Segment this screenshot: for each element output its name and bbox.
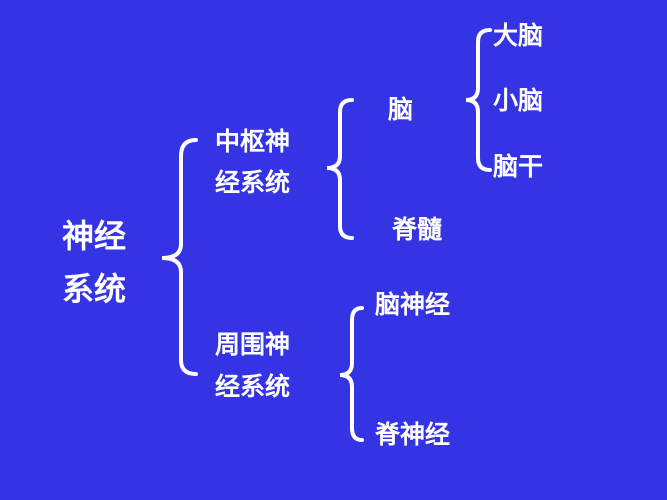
brace-peripheral <box>339 306 364 442</box>
central-label-line1: 中枢神 <box>215 127 291 156</box>
spinal-nerves-label: 脊神经 <box>375 420 451 449</box>
peripheral-label-line2: 经系统 <box>215 372 291 401</box>
peripheral-label-line1: 周围神 <box>215 330 291 359</box>
cerebellum-label: 小脑 <box>493 86 544 115</box>
central-label-line2: 经系统 <box>215 168 291 197</box>
brain-label: 脑 <box>388 95 414 124</box>
brace-root <box>161 138 198 376</box>
cerebrum-label: 大脑 <box>493 21 544 50</box>
brace-brain <box>465 28 492 172</box>
root-label-line2: 系统 <box>62 270 127 308</box>
root-label-line1: 神经 <box>62 217 127 255</box>
brace-central <box>326 98 354 240</box>
spinal-cord-label: 脊髓 <box>392 215 443 244</box>
brainstem-label: 脑干 <box>493 152 544 181</box>
cranial-nerves-label: 脑神经 <box>375 290 451 319</box>
